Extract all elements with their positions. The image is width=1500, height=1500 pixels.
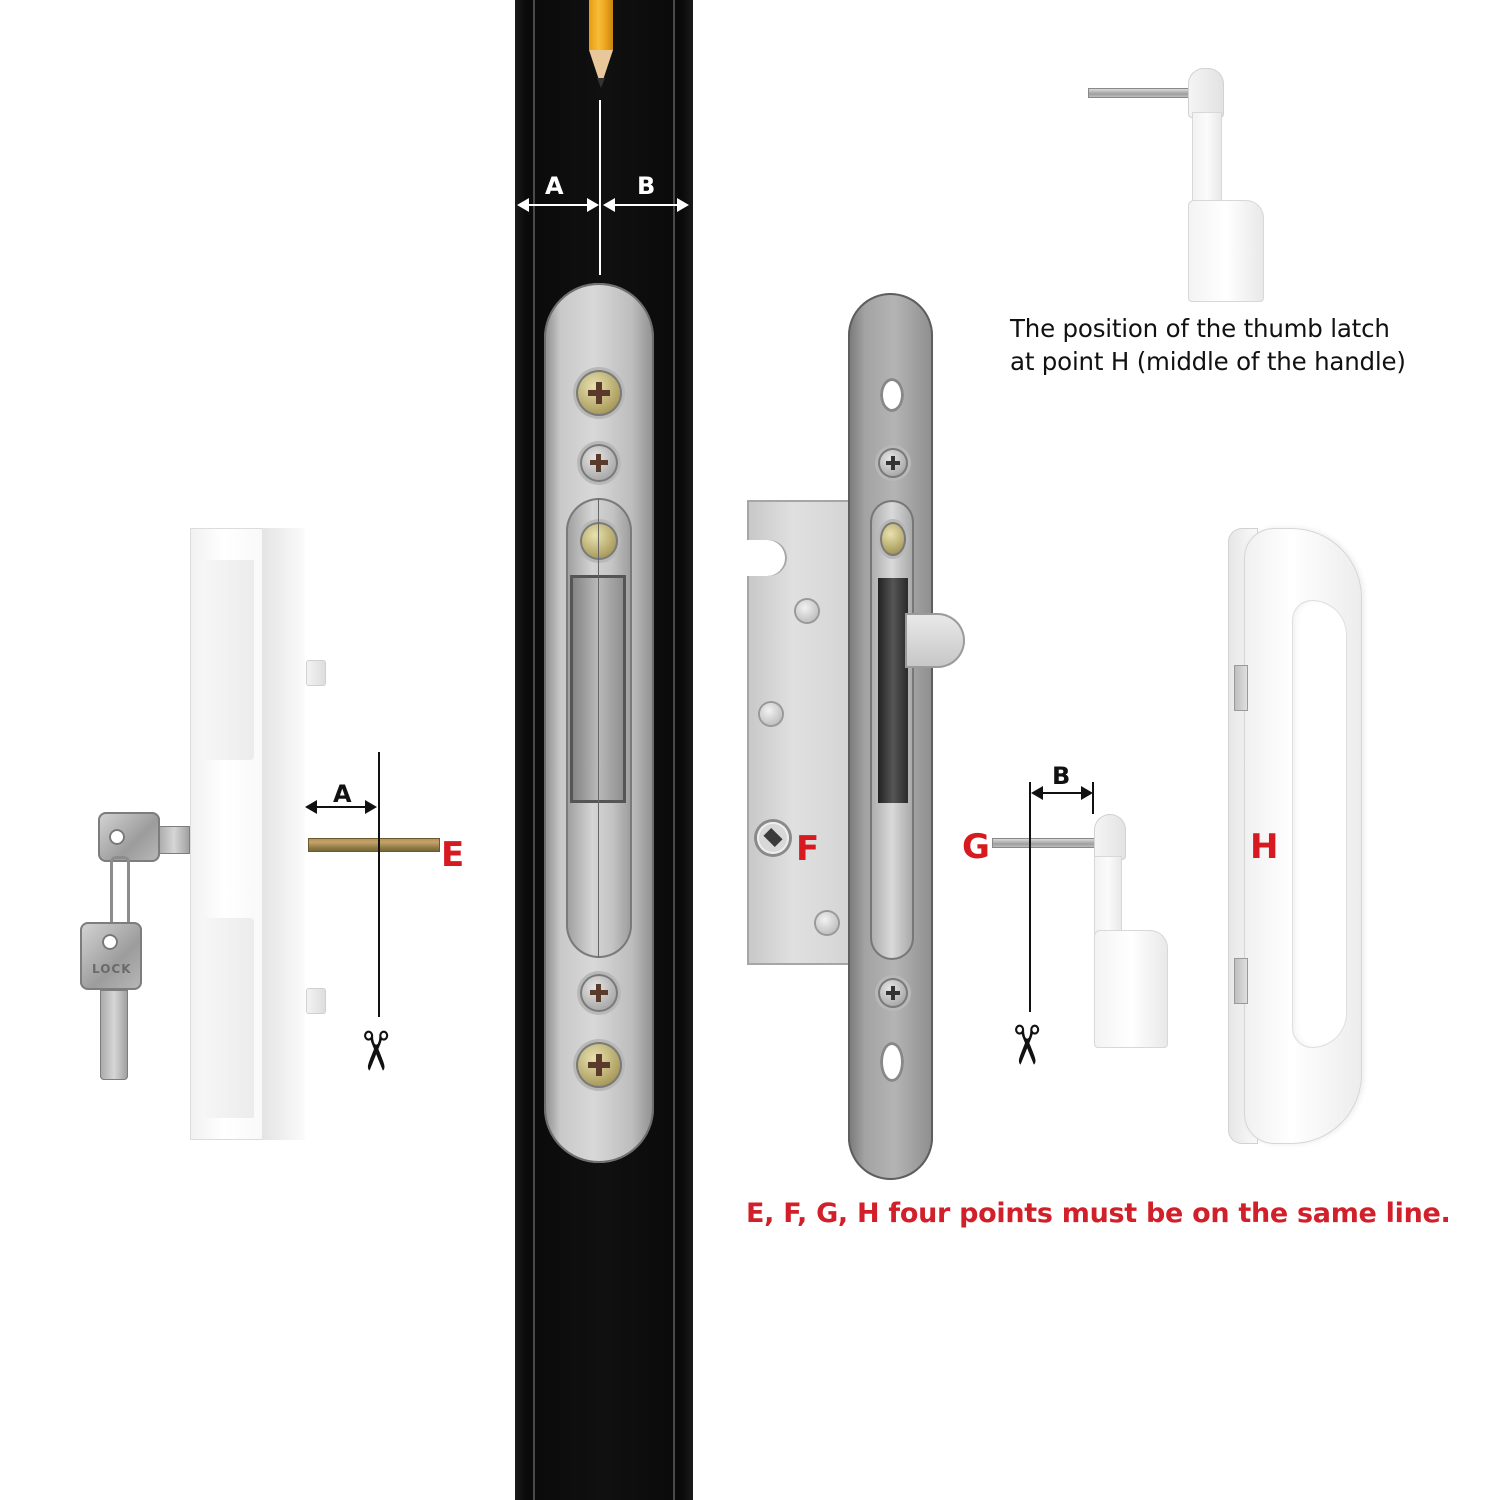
frame-dimension-a-arrow <box>517 198 599 212</box>
key-brand-text: LOCK <box>92 962 132 976</box>
reference-latch-head <box>1188 68 1224 118</box>
alignment-warning-text: E, F, G, H four points must be on the sa… <box>746 1198 1451 1229</box>
faceplate-screw-lower <box>580 974 618 1012</box>
faceplate-slot-screw <box>580 522 618 560</box>
spare-key-blade <box>100 990 128 1080</box>
handle-lower-recess <box>202 918 254 1118</box>
lock-hook-bolt <box>905 613 965 668</box>
pencil-icon <box>589 0 613 50</box>
key-blade-inserted <box>158 826 190 854</box>
handle-mount-tab-bottom <box>1234 958 1248 1004</box>
spare-key-hole <box>102 934 118 950</box>
point-h-label: H <box>1250 827 1279 867</box>
key-ring <box>110 856 130 932</box>
lock-rivet-middle <box>760 703 782 725</box>
lockplate-mount-hole-bottom <box>880 1042 904 1082</box>
latch-dimension-b-end-tick <box>1092 782 1094 814</box>
lockplate-adjust-screw <box>880 522 906 556</box>
pencil-lead <box>597 78 605 88</box>
handle-mounting-peg-bottom <box>306 988 326 1014</box>
spare-key-icon: LOCK <box>80 922 142 990</box>
mortise-lock-body <box>747 500 862 965</box>
point-e-label: E <box>441 835 465 875</box>
center-mark-line <box>599 100 601 275</box>
lockplate-screw-upper <box>878 448 908 478</box>
spindle-dimension-a-label: A <box>333 780 352 808</box>
lockplate-mount-hole-top <box>880 378 904 412</box>
frame-dimension-b-label: B <box>637 172 656 200</box>
handle-mounting-peg-top <box>306 660 326 686</box>
frame-dimension-b-arrow <box>603 198 689 212</box>
thumb-latch-head <box>1094 814 1126 860</box>
point-f-label: F <box>796 829 820 869</box>
spindle-bar <box>308 838 440 852</box>
thumb-latch-caption-line1: The position of the thumb latch <box>1010 314 1390 343</box>
lock-rivet-top <box>796 600 818 622</box>
latch-dimension-b-label: B <box>1052 762 1071 790</box>
reference-latch-pin <box>1088 88 1196 98</box>
scissors-icon: ✂ <box>994 1022 1058 1068</box>
spindle-cut-line <box>378 752 380 1017</box>
scissors-icon: ✂ <box>343 1028 407 1074</box>
handle-side-ridge <box>262 528 305 1140</box>
pull-handle-grip-opening <box>1292 600 1347 1048</box>
latch-dimension-b-arrow <box>1031 786 1093 800</box>
handle-upper-recess <box>202 560 254 760</box>
frame-dimension-a-label: A <box>545 172 564 200</box>
reference-latch-paddle <box>1188 200 1264 302</box>
lock-cam-hole <box>757 822 789 854</box>
frame-edge-line-right <box>673 0 675 1500</box>
latch-cut-line <box>1029 782 1031 1012</box>
thumb-latch-caption-line2: at point H (middle of the handle) <box>1010 347 1406 376</box>
lock-bolt-slot <box>878 578 908 803</box>
faceplate-screw-bottom <box>576 1042 622 1088</box>
thumb-latch-pin <box>992 838 1098 848</box>
faceplate-split-line <box>598 498 599 958</box>
handle-mount-tab-top <box>1234 665 1248 711</box>
spindle-dimension-a-arrow <box>305 800 377 814</box>
lockplate-screw-lower <box>878 978 908 1008</box>
lock-rivet-bottom <box>816 912 838 934</box>
point-g-label: G <box>962 827 990 867</box>
thumb-latch-paddle <box>1094 930 1168 1048</box>
key-icon <box>98 812 160 862</box>
faceplate-screw-top <box>576 370 622 416</box>
key-ring-hole <box>109 829 125 845</box>
lock-body-notch <box>747 540 787 576</box>
frame-edge-line-left <box>533 0 535 1500</box>
faceplate-screw-upper <box>580 444 618 482</box>
